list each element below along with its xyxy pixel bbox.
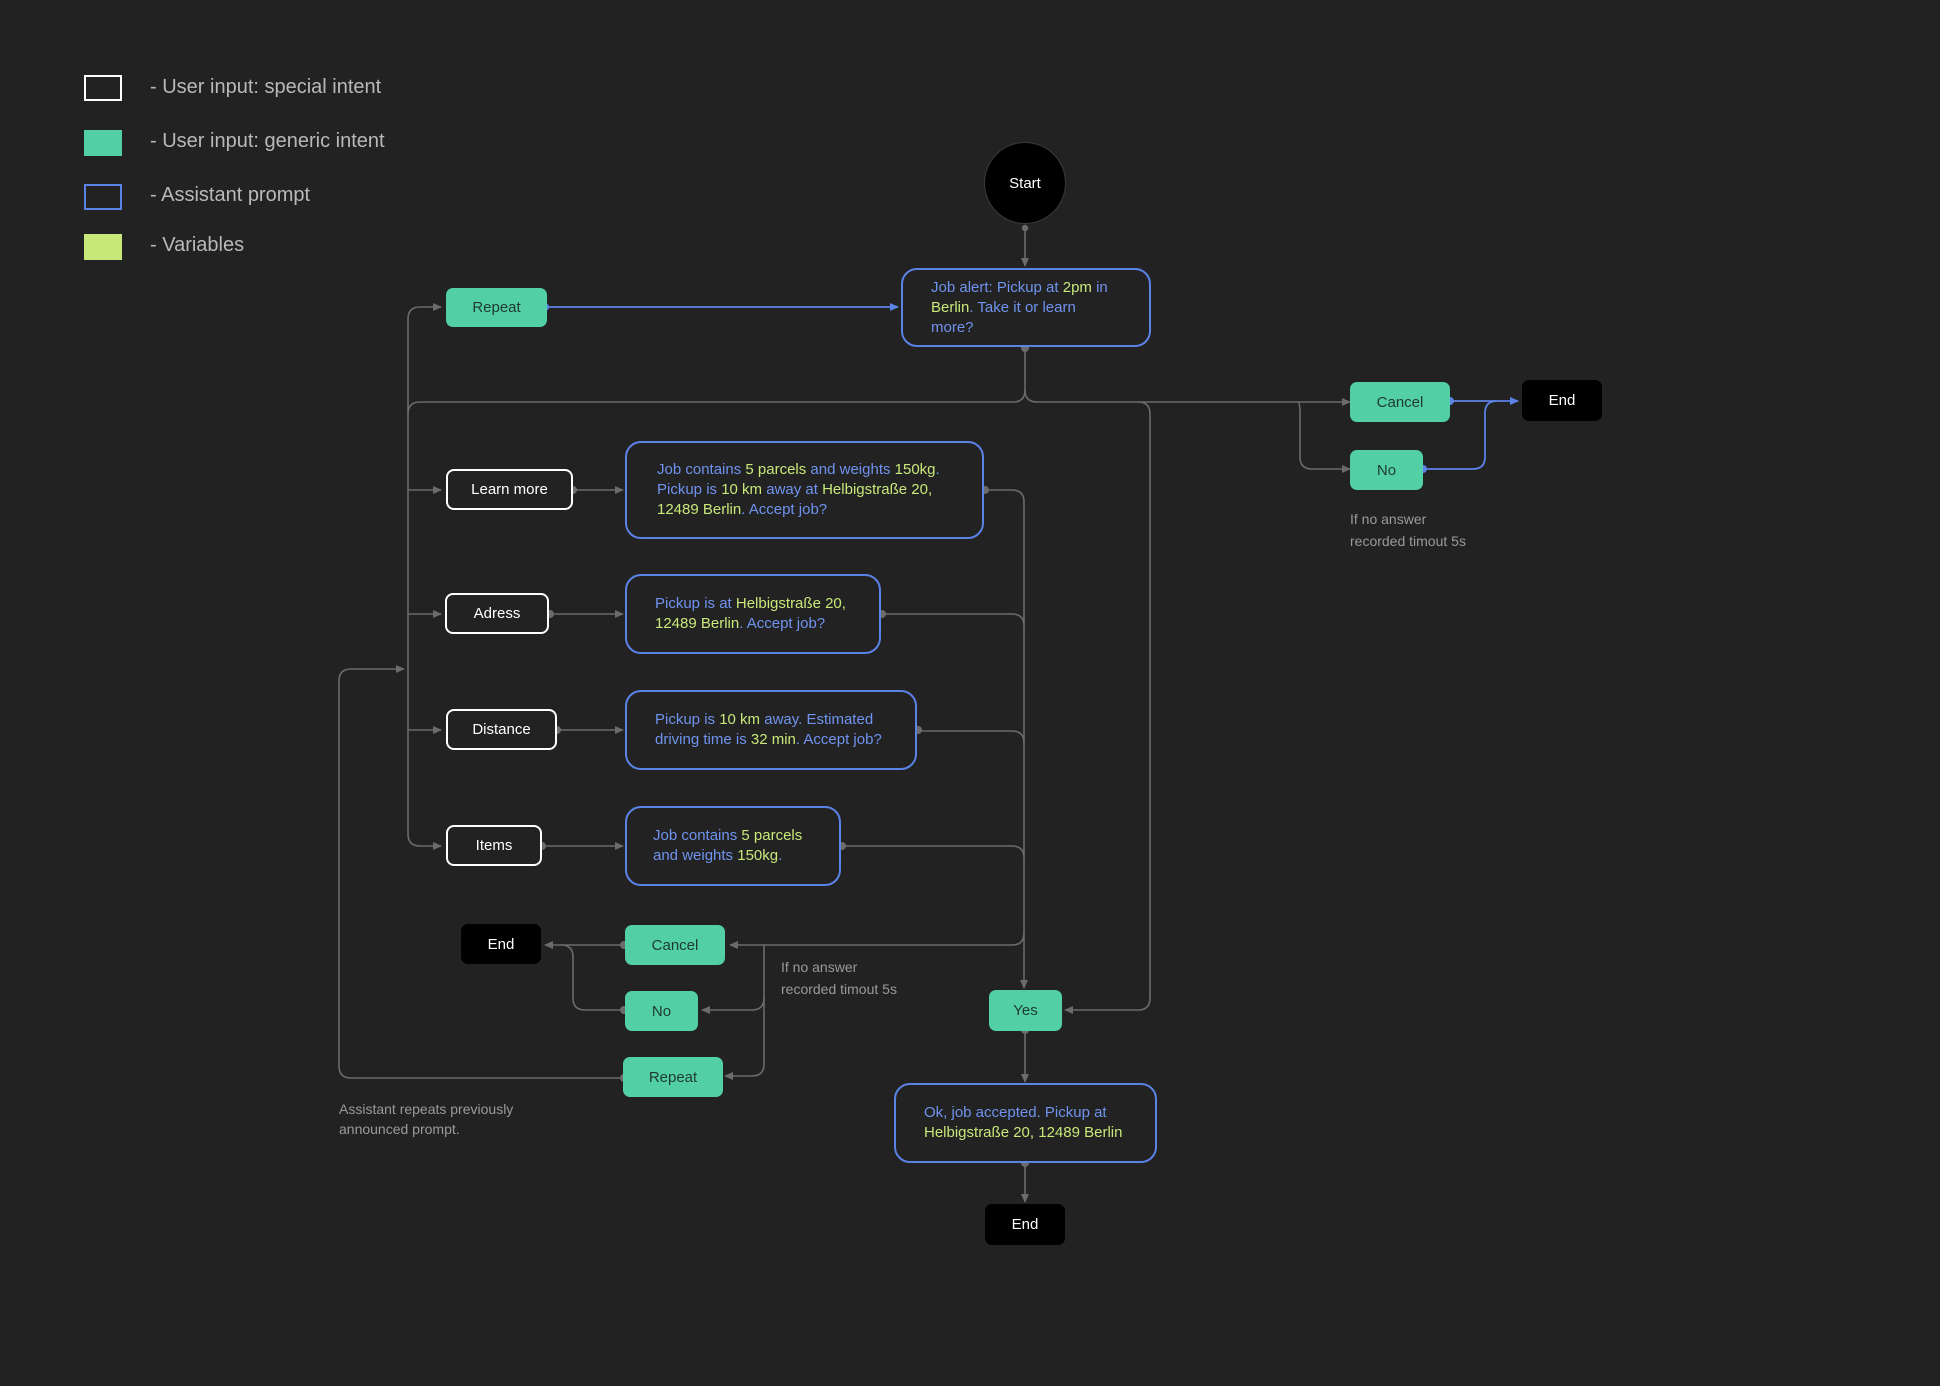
timeout-note-middle: If no answer recorded timout 5s xyxy=(781,956,897,1000)
cancel-bottom-button[interactable]: Cancel xyxy=(625,925,725,965)
prompt-distance[interactable]: Pickup is 10 km away. Estimated driving … xyxy=(625,690,917,770)
variable-drive-time: 32 min xyxy=(750,731,796,748)
repeat-note: Assistant repeats previously announced p… xyxy=(339,1099,513,1139)
prompt-text: Pickup is xyxy=(657,481,722,498)
prompt-text: . Accept job? xyxy=(739,615,826,632)
items-button[interactable]: Items xyxy=(446,825,542,866)
wire-yesline-cancel xyxy=(729,932,1025,949)
wire-bus-repeat-top xyxy=(407,303,442,414)
cancel-right-button[interactable]: Cancel xyxy=(1350,382,1450,422)
legend-swatch-variables xyxy=(84,234,122,260)
prompt-text: Ok, job accepted. Pickup at xyxy=(924,1104,1107,1121)
prompt-text: away at xyxy=(762,481,823,498)
note-line: Assistant repeats previously xyxy=(339,1101,514,1117)
legend-label-prompt: - Assistant prompt xyxy=(150,184,311,206)
note-line: recorded timout 5s xyxy=(781,981,897,997)
no-right-button[interactable]: No xyxy=(1350,450,1423,490)
wire-alert-right xyxy=(1024,389,1151,1014)
note-line: recorded timout 5s xyxy=(1350,533,1466,549)
prompt-text: . Take it or learn more? xyxy=(931,298,1076,336)
wire-no-end xyxy=(560,944,624,1011)
prompt-text: . xyxy=(778,847,783,864)
legend-label-generic: - User input: generic intent xyxy=(150,130,385,152)
end-left-node[interactable]: End xyxy=(461,924,541,964)
prompt-text: Pickup is xyxy=(655,711,720,728)
wire-distanceprompt-yes xyxy=(918,730,1025,744)
prompt-text: driving time is xyxy=(655,731,751,748)
prompt-text: . Accept job? xyxy=(795,731,882,748)
variable-weight: 150kg xyxy=(737,847,779,864)
prompt-job-alert[interactable]: Job alert: Pickup at 2pm in Berlin. Take… xyxy=(901,268,1151,347)
variable-city: Berlin xyxy=(931,298,970,316)
timeout-note-right: If no answer recorded timout 5s xyxy=(1350,508,1466,552)
prompt-text: Job contains xyxy=(657,461,746,478)
wire-repeat-loop xyxy=(338,665,624,1079)
prompt-text: Job alert: Pickup at xyxy=(931,278,1063,296)
variable-parcels: 5 parcels xyxy=(741,827,803,844)
prompt-text: and weights xyxy=(806,461,895,478)
prompt-text: away. Estimated xyxy=(760,711,874,728)
legend-swatch-generic xyxy=(84,130,122,156)
prompt-adress[interactable]: Pickup is at Helbigstraße 20, 12489 Berl… xyxy=(625,574,881,654)
variable-postcode-city: 12489 Berlin xyxy=(657,501,742,518)
no-bottom-button[interactable]: No xyxy=(625,991,698,1031)
variable-parcels: 5 parcels xyxy=(745,461,807,478)
wire-itemsprompt-yes xyxy=(842,845,1025,859)
wire-timeout-repeat xyxy=(724,998,765,1080)
variable-street: Helbigstraße 20, xyxy=(735,595,846,612)
variable-address: Helbigstraße 20, 12489 Berlin xyxy=(924,1124,1123,1141)
wire-right-no xyxy=(1297,401,1351,473)
repeat-top-button[interactable]: Repeat xyxy=(446,288,547,327)
note-line: announced prompt. xyxy=(339,1121,460,1137)
legend-swatch-special xyxy=(84,75,122,101)
learn-more-button[interactable]: Learn more xyxy=(446,469,573,510)
prompt-accepted[interactable]: Ok, job accepted. Pickup at Helbigstraße… xyxy=(894,1083,1157,1163)
variable-distance: 10 km xyxy=(719,711,761,728)
variable-street: Helbigstraße 20, xyxy=(822,481,933,498)
prompt-text: . Accept job? xyxy=(741,501,828,518)
note-line: If no answer xyxy=(1350,511,1427,527)
variable-distance: 10 km xyxy=(721,481,763,498)
yes-button[interactable]: Yes xyxy=(989,990,1062,1031)
end-right-node[interactable]: End xyxy=(1522,380,1602,421)
prompt-learn-more[interactable]: Job contains 5 parcels and weights 150kg… xyxy=(625,441,984,539)
variable-postcode-city: 12489 Berlin xyxy=(655,615,740,632)
wire-learnprompt-yes xyxy=(985,489,1028,989)
wire-no-endright xyxy=(1423,400,1498,470)
variable-time: 2pm xyxy=(1062,278,1092,296)
prompt-items[interactable]: Job contains 5 parcels and weights 150kg… xyxy=(625,806,841,886)
variable-weight: 150kg xyxy=(894,461,936,478)
legend-label-variables: - Variables xyxy=(150,234,245,256)
note-line: If no answer xyxy=(781,959,858,975)
prompt-text: . xyxy=(935,461,940,478)
prompt-text: Job contains xyxy=(653,827,742,844)
legend-label-special: - User input: special intent xyxy=(150,76,382,98)
wire-alert-bus xyxy=(407,348,1026,850)
distance-button[interactable]: Distance xyxy=(446,709,557,750)
adress-button[interactable]: Adress xyxy=(445,593,549,634)
repeat-bottom-button[interactable]: Repeat xyxy=(623,1057,723,1097)
prompt-text: Pickup is at xyxy=(655,595,736,612)
prompt-text: and weights xyxy=(653,847,738,864)
legend-swatch-prompt xyxy=(84,184,122,210)
wire-adressprompt-yes xyxy=(882,613,1025,627)
prompt-text: in xyxy=(1091,278,1108,296)
start-node[interactable]: Start xyxy=(984,142,1066,224)
end-bottom-node[interactable]: End xyxy=(985,1204,1065,1245)
